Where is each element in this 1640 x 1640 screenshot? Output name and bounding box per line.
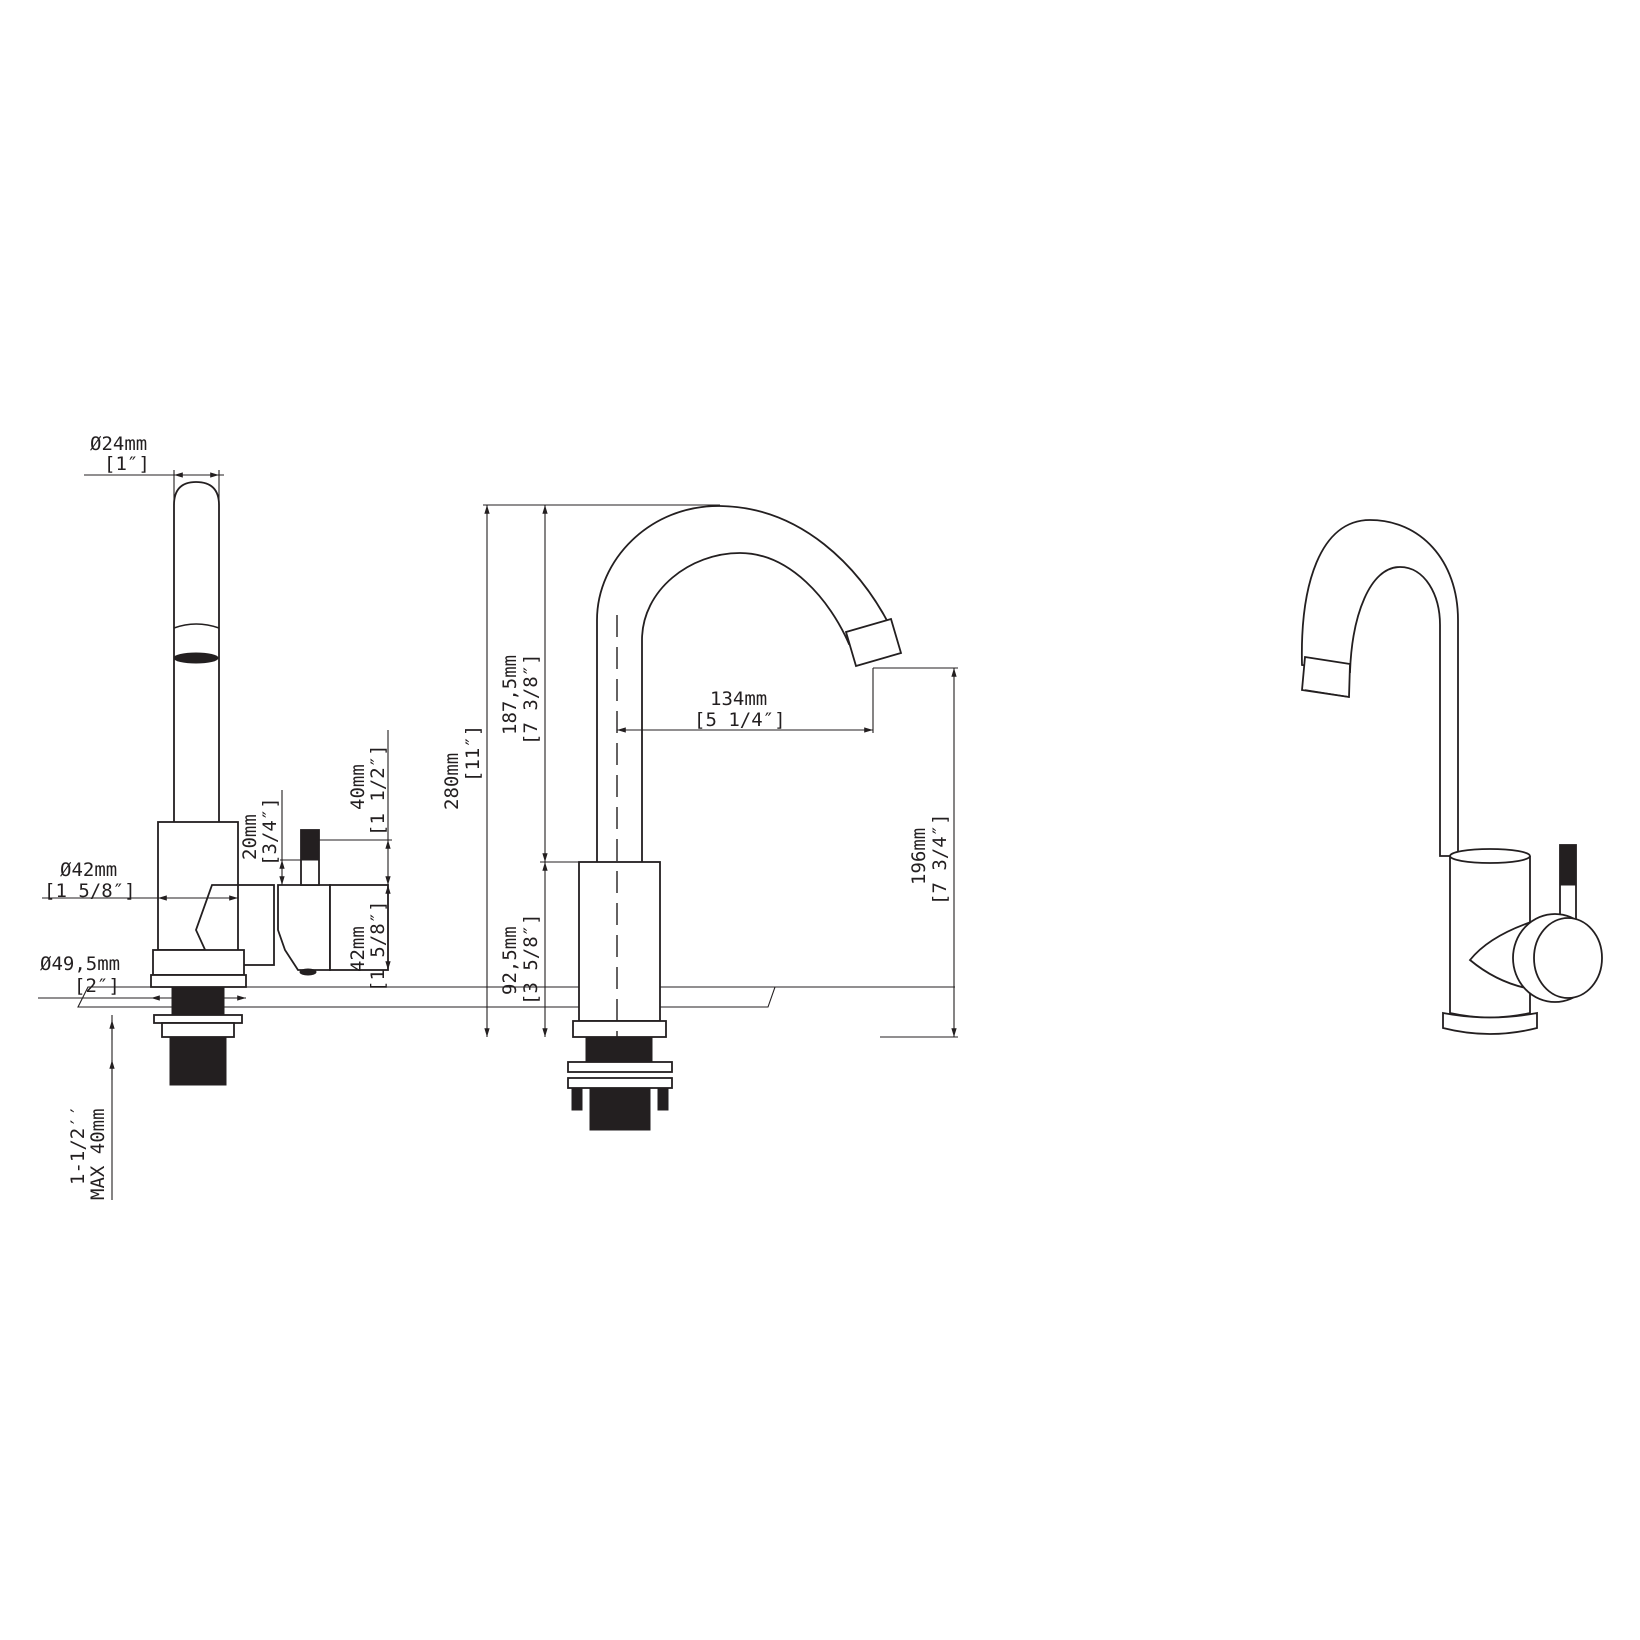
- base-diameter-mm: Ø49,5mm: [40, 953, 120, 975]
- body-height-mm: 92,5mm: [499, 926, 521, 995]
- spout-diameter-mm: Ø24mm: [90, 433, 147, 455]
- total-height-mm: 280mm: [441, 753, 463, 810]
- lever-height-mm: 20mm: [239, 814, 261, 860]
- outlet-height-inch: [7 3/4″]: [929, 813, 951, 905]
- max-counter-inch: 1-1/2′′: [67, 1105, 89, 1185]
- handle: [277, 884, 331, 971]
- lever-total-inch: [1 1/2″]: [367, 744, 389, 836]
- spout-tube: [173, 481, 220, 822]
- body-height-inch: [3 5/8″]: [520, 913, 542, 1005]
- countertop: [77, 986, 955, 1008]
- gooseneck-spout: [596, 505, 895, 862]
- gooseneck-spout: [1300, 519, 1459, 857]
- lever-total-mm: 40mm: [347, 764, 369, 810]
- body: [578, 861, 661, 1022]
- aerator: [844, 617, 903, 668]
- max-counter-mm: MAX 40mm: [87, 1108, 109, 1200]
- front-view: 280mm [11″] 187,5mm [7 3/8″] 92,5mm [3 5…: [441, 504, 958, 1131]
- base-diameter-inch: [2″]: [74, 975, 120, 997]
- spout-height-inch: [7 3/8″]: [520, 653, 542, 745]
- body-diameter-inch: [1 5/8″]: [44, 880, 136, 902]
- perspective-view: [1300, 519, 1603, 1035]
- reach-inch: [5 1/4″]: [694, 709, 786, 731]
- total-height-inch: [11″]: [462, 725, 484, 782]
- outlet-height-mm: 196mm: [908, 828, 930, 885]
- lever-height-inch: [3/4″]: [259, 797, 281, 866]
- handle-diameter-mm: 42mm: [347, 926, 369, 972]
- spout-diameter-inch: [1″]: [104, 453, 150, 475]
- threaded-shank: [171, 986, 225, 1016]
- body-diameter-mm: Ø42mm: [60, 859, 117, 881]
- side-view: Ø24mm [1″] Ø42mm [1 5/8″] Ø49,5mm [2″] 4…: [38, 433, 392, 1200]
- handle-diameter-inch: [1 5/8″]: [367, 900, 389, 992]
- aerator: [173, 652, 219, 664]
- reach-mm: 134mm: [710, 688, 767, 710]
- spout-height-mm: 187,5mm: [499, 655, 521, 735]
